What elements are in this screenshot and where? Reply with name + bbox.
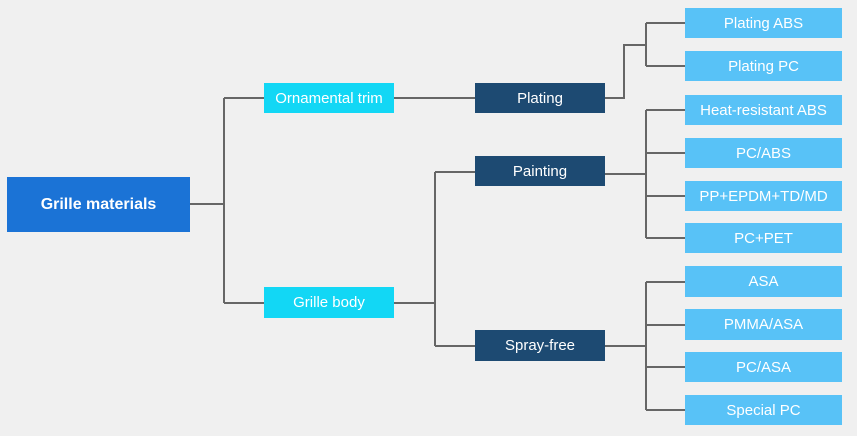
material-node-plating-pc: Plating PC [685, 51, 842, 81]
material-node-special-pc: Special PC [685, 395, 842, 425]
process-node-painting: Painting [475, 156, 605, 186]
connector-plating [605, 22, 685, 99]
connector-spray-free [605, 281, 685, 411]
connector-root [190, 97, 264, 304]
material-node-plating-abs: Plating ABS [685, 8, 842, 38]
material-node-pc-abs: PC/ABS [685, 138, 842, 168]
material-node-pp-epdm-td-md: PP+EPDM+TD/MD [685, 181, 842, 211]
category-node-ornamental-trim: Ornamental trim [264, 83, 394, 113]
process-node-plating: Plating [475, 83, 605, 113]
material-node-pmma-asa: PMMA/ASA [685, 309, 842, 340]
material-node-heat-resistant-abs: Heat-resistant ABS [685, 95, 842, 125]
process-node-spray-free: Spray-free [475, 330, 605, 361]
root-node-grille-materials: Grille materials [7, 177, 190, 232]
material-node-pc-asa: PC/ASA [685, 352, 842, 382]
category-node-grille-body: Grille body [264, 287, 394, 318]
material-node-pc-pet: PC+PET [685, 223, 842, 253]
material-node-asa: ASA [685, 266, 842, 297]
connector-grille-body [394, 171, 475, 347]
connector-painting [605, 109, 685, 239]
